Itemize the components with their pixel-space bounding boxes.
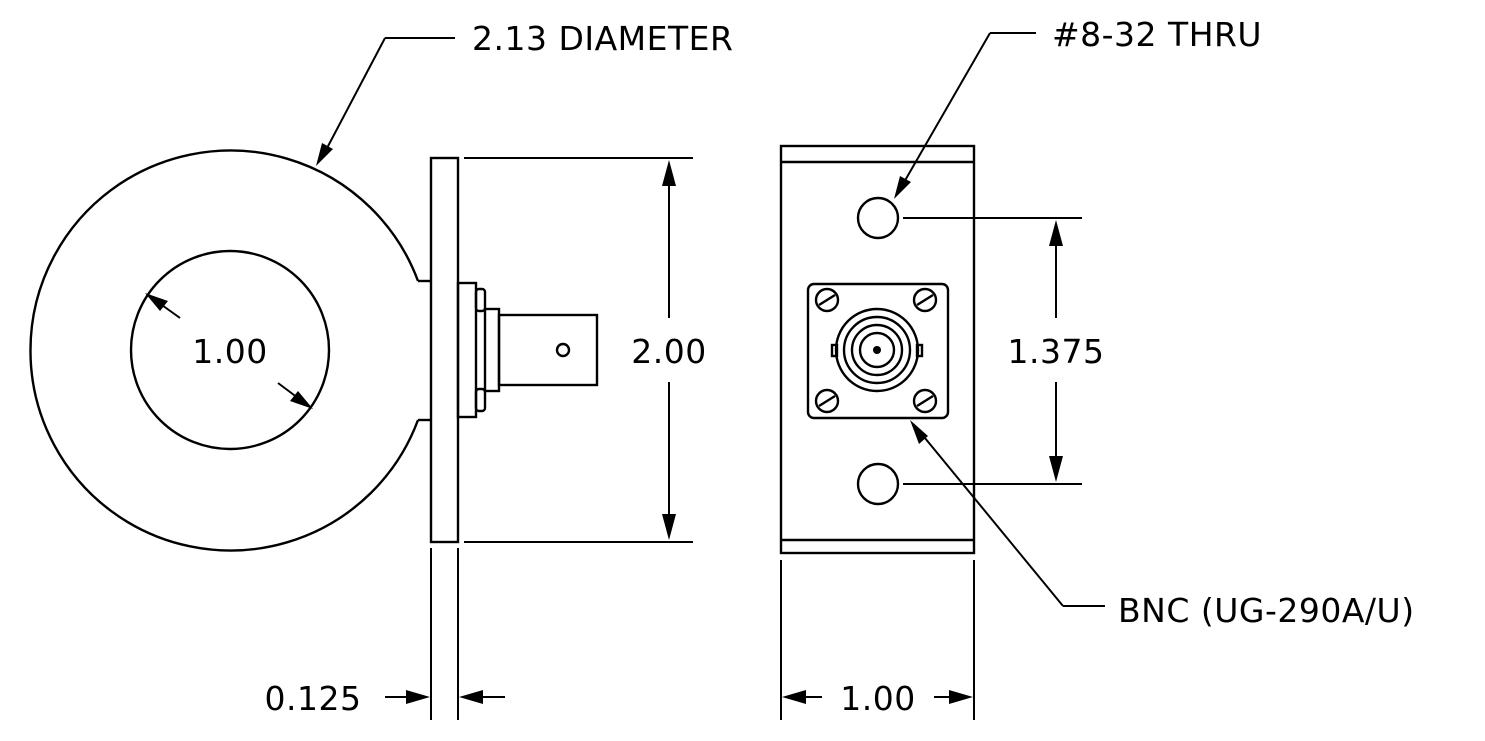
- bnc-barrel-side: [497, 313, 599, 387]
- connector-callout-leader: BNC (UG-290A/U): [910, 420, 1415, 630]
- bnc-screw-head-upper: [474, 287, 487, 313]
- hole-spacing-label: 1.375: [1008, 332, 1105, 371]
- ring-inner-bore: [129, 249, 331, 451]
- ring-outer-contour: [29, 149, 420, 552]
- hole-spacing-dimension: 1.375: [903, 217, 1105, 485]
- mounting-hole-lower: [856, 462, 900, 506]
- hole-callout-label: #8-32 THRU: [1052, 15, 1262, 54]
- connector-callout-label: BNC (UG-290A/U): [1118, 591, 1415, 630]
- face-view: [779, 144, 976, 555]
- bnc-bayonet-lug-left: [830, 343, 839, 358]
- thickness-dimension: 0.125: [265, 548, 505, 720]
- height-dimension: 2.00: [464, 157, 706, 543]
- bnc-screw-head-lower: [474, 387, 487, 413]
- width-dimension: 1.00: [780, 560, 975, 720]
- bnc-flange-square: [806, 282, 950, 420]
- inner-diameter-dimension: 1.00: [145, 293, 313, 409]
- bnc-screw-top-right: [912, 287, 938, 313]
- bnc-screw-top-left: [814, 287, 840, 313]
- bnc-insulator: [858, 331, 896, 369]
- bnc-nut-side: [483, 307, 501, 393]
- height-label: 2.00: [631, 332, 706, 371]
- mounting-hole-upper: [856, 196, 900, 240]
- inner-diameter-label: 1.00: [192, 332, 267, 371]
- bnc-connector-face: [806, 282, 950, 420]
- hole-callout-leader: #8-32 THRU: [894, 15, 1262, 199]
- bnc-middle-ring: [842, 315, 912, 385]
- thickness-label: 0.125: [265, 679, 362, 718]
- bnc-center-pin: [873, 346, 881, 354]
- mounting-plate-side: [429, 156, 460, 544]
- width-label: 1.00: [840, 679, 915, 718]
- outer-diameter-leader: 2.13 DIAMETER: [316, 19, 733, 166]
- bracket-face: [779, 144, 976, 555]
- ring-front-view: [29, 149, 431, 552]
- outer-diameter-label: 2.13 DIAMETER: [472, 19, 733, 58]
- bnc-flange-side: [456, 281, 478, 419]
- side-view: [429, 156, 599, 544]
- bnc-bayonet-lug-right: [915, 343, 924, 358]
- bnc-screw-bottom-left: [814, 388, 840, 414]
- bnc-inner-ring: [850, 323, 904, 377]
- bnc-screw-bottom-right: [912, 388, 938, 414]
- bnc-pin-side: [555, 342, 571, 358]
